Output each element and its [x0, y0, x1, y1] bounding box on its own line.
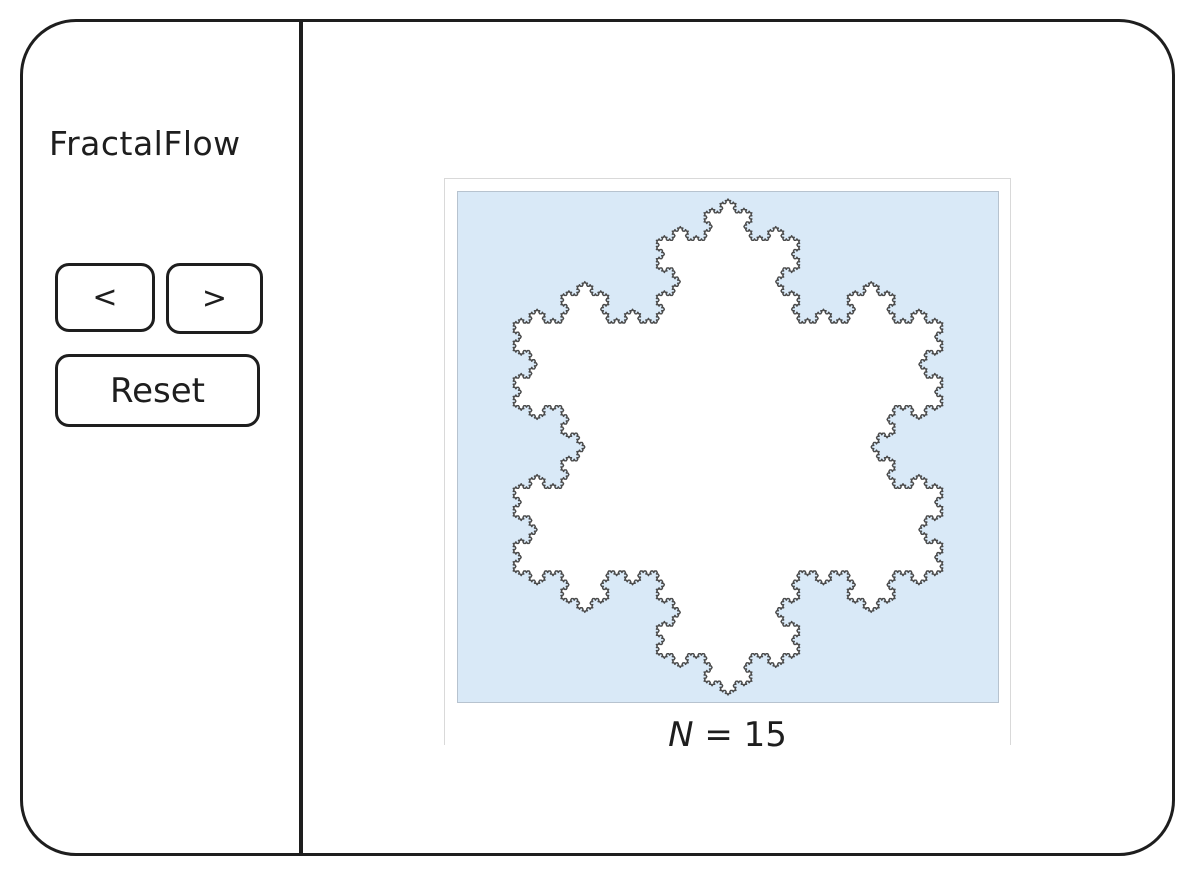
- previous-button-label: <: [92, 280, 118, 315]
- fractal-plot: [457, 191, 999, 703]
- app-title: FractalFlow: [49, 124, 241, 163]
- fractal-canvas: [512, 198, 944, 696]
- next-button-label: >: [201, 281, 228, 316]
- iteration-value: 15: [743, 715, 787, 755]
- iteration-symbol: N: [668, 715, 694, 755]
- app-window: FractalFlow < > Reset N = 15: [20, 19, 1175, 856]
- iteration-equals: =: [704, 715, 733, 755]
- fractal-figure: N = 15: [444, 178, 1011, 755]
- koch-snowflake: [512, 198, 944, 696]
- previous-button[interactable]: <: [55, 263, 155, 332]
- iteration-caption: N = 15: [445, 715, 1010, 755]
- reset-button[interactable]: Reset: [55, 354, 260, 427]
- sidebar: FractalFlow < > Reset: [23, 22, 303, 853]
- reset-button-label: Reset: [110, 370, 205, 411]
- next-button[interactable]: >: [166, 263, 263, 334]
